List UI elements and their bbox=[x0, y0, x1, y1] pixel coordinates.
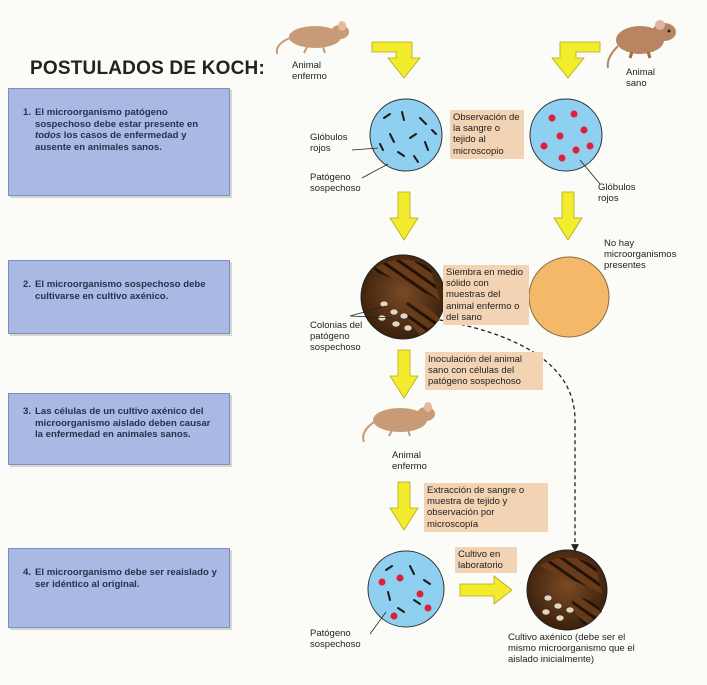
arrow-down-left-2 bbox=[389, 349, 419, 399]
label-axenic-culture: Cultivo axénico (debe ser el mismo micro… bbox=[508, 632, 635, 666]
arrow-from-sick-animal bbox=[371, 41, 421, 79]
arrow-down-left-3 bbox=[389, 481, 419, 531]
postulate-number: 2. bbox=[23, 279, 32, 290]
label-healthy-animal: Animal sano bbox=[626, 67, 656, 90]
postulate-number: 1. bbox=[23, 107, 32, 118]
sick-mouse-top-icon bbox=[275, 21, 349, 55]
postulate-1-box: 1. El microorganismo patógeno sospechoso… bbox=[8, 88, 230, 196]
sick-mouse-mid-icon bbox=[362, 402, 435, 443]
healthy-mouse-icon bbox=[606, 20, 676, 69]
postulate-text: los casos de enfermedad y ausente en ani… bbox=[35, 130, 187, 154]
postulate-3-box: 3. Las células de un cultivo axénico del… bbox=[8, 393, 230, 465]
empty-plate bbox=[528, 256, 610, 338]
postulate-text: El microorganismo debe ser reaislado y s… bbox=[35, 567, 217, 590]
label-sick-animal-top: Animal enfermo bbox=[292, 60, 327, 83]
postulate-text: El microorganismo patógeno sospechoso de… bbox=[35, 107, 199, 130]
axenic-culture-plate bbox=[526, 549, 608, 631]
blood-sample-healthy bbox=[529, 98, 603, 172]
arrow-down-right-1 bbox=[553, 191, 583, 241]
label-suspected-pathogen-top: Patógeno sospechoso bbox=[310, 172, 361, 195]
note-observation: Observación de la sangre o tejido al mic… bbox=[450, 110, 524, 159]
arrow-down-left-1 bbox=[389, 191, 419, 241]
postulate-2-box: 2. El microorganismo sospechoso debe cul… bbox=[8, 260, 230, 334]
label-no-microorganisms: No hay microorganismos presentes bbox=[604, 238, 677, 272]
postulate-text: Las células de un cultivo axénico del mi… bbox=[35, 406, 211, 441]
arrow-from-healthy-animal bbox=[551, 41, 601, 79]
postulate-number: 4. bbox=[23, 567, 32, 578]
label-pathogen-colonies: Colonias del patógeno sospechoso bbox=[310, 320, 363, 354]
note-extraction: Extracción de sangre o muestra de tejido… bbox=[424, 483, 548, 532]
note-inoculation: Inoculación del animal sano con células … bbox=[425, 352, 543, 390]
label-blood-cells-left: Glóbulos rojos bbox=[310, 132, 348, 155]
blood-sample-reisolated bbox=[367, 550, 445, 628]
label-suspected-pathogen-bottom: Patógeno sospechoso bbox=[310, 628, 361, 651]
note-lab-culture: Cultivo en laboratorio bbox=[455, 547, 517, 574]
page-title: POSTULADOS DE KOCH: bbox=[30, 58, 265, 79]
label-sick-animal-mid: Animal enfermo bbox=[392, 450, 427, 473]
blood-sample-sick bbox=[369, 98, 443, 172]
label-blood-cells-right: Glóbulos rojos bbox=[598, 182, 636, 205]
arrow-right-bottom bbox=[459, 575, 513, 605]
culture-plate-pathogen bbox=[360, 254, 446, 340]
note-seeding: Siembra en medio sólido con muestras del… bbox=[443, 265, 529, 326]
dashed-connector bbox=[439, 319, 579, 552]
postulate-text: El microorganismo sospechoso debe cultiv… bbox=[35, 279, 206, 302]
postulate-number: 3. bbox=[23, 406, 32, 417]
postulate-4-box: 4. El microorganismo debe ser reaislado … bbox=[8, 548, 230, 628]
postulate-emphasis: todos bbox=[35, 130, 62, 142]
